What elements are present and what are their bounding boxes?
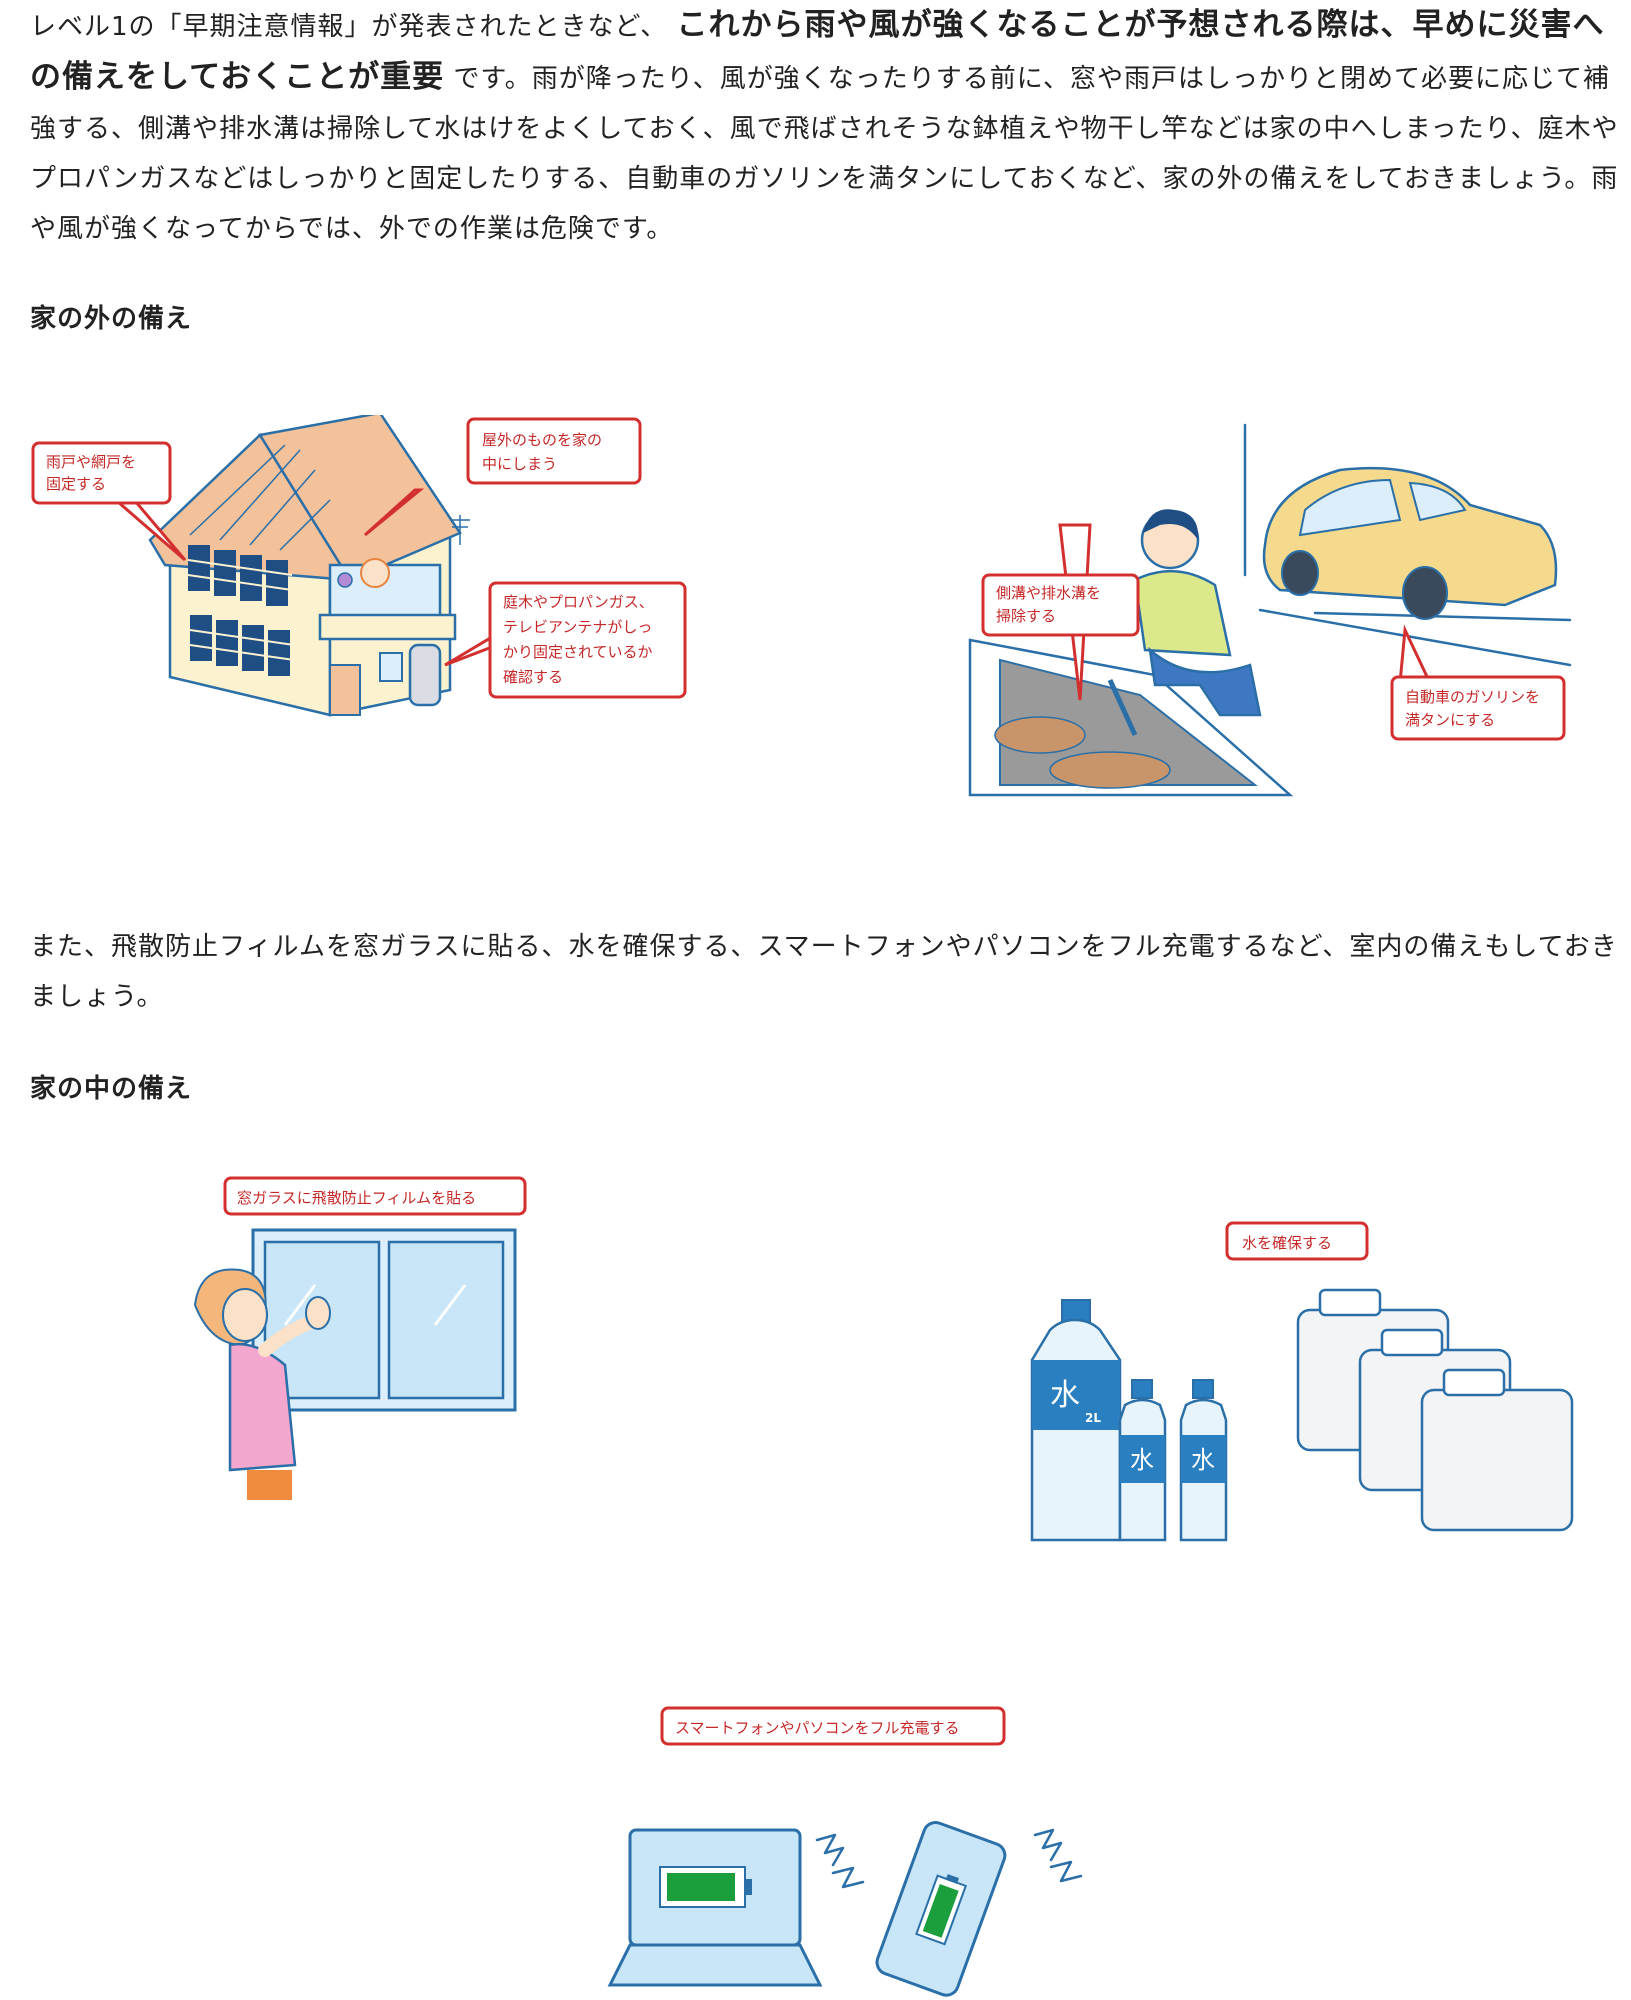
intro-text-before: レベル1の「早期注意情報」が発表されたときなど、 xyxy=(30,12,668,42)
big-bottle-size: 2L xyxy=(1085,1411,1101,1425)
intro-text-after: です。雨が降ったり、風が強くなったりする前に、窓や雨戸はしっかりと閉めて必要に応… xyxy=(30,64,1619,244)
small-bottle-label-2: 水 xyxy=(1191,1446,1215,1474)
indoor-intro-paragraph: また、飛散防止フィルムを窓ガラスに貼る、水を確保する、スマートフォンやパソコンを… xyxy=(30,932,1618,1012)
callout-items-inside-line1: 屋外のものを家の xyxy=(482,431,602,449)
callout-window-film: 窓ガラスに飛散防止フィルムを貼る xyxy=(237,1189,476,1207)
callout-secure-line2: テレビアンテナがしっ xyxy=(503,618,652,636)
callout-gasoline-line2: 満タンにする xyxy=(1405,711,1495,729)
small-bottle-label-1: 水 xyxy=(1130,1446,1154,1474)
callout-secure-line1: 庭木やプロパンガス、 xyxy=(503,593,654,611)
callout-charge: スマートフォンやパソコンをフル充電する xyxy=(675,1719,960,1737)
callout-drain-line1: 側溝や排水溝を xyxy=(996,584,1101,602)
callout-secure-line4: 確認する xyxy=(503,668,563,686)
callout-gasoline-line1: 自動車のガソリンを xyxy=(1405,688,1540,706)
house-illustration: 雨戸や網戸を 固定する 屋外のものを家の 中にしまう 庭木やプロパンガス、 テレ… xyxy=(31,415,687,717)
intro-emphasis: これから雨や風が強くなることが予想される際は、早めに災害への備えをしておくことが… xyxy=(30,7,1605,95)
charge-devices-illustration: スマートフォンやパソコンをフル充電する xyxy=(607,1706,1083,1997)
window-film-illustration: 窓ガラスに飛散防止フィルムを貼る xyxy=(193,1176,527,1500)
water-supply-illustration: 水を確保する 水 2L 水 水 xyxy=(1030,1221,1574,1542)
street-drain-car-illustration: 側溝や排水溝を 掃除する 自動車のガソリンを 満タンにする xyxy=(968,423,1572,797)
callout-shutters-line2: 固定する xyxy=(46,475,106,493)
heading-inside-prep: 家の中の備え xyxy=(30,1074,193,1104)
callout-drain-line2: 掃除する xyxy=(996,607,1056,625)
callout-water: 水を確保する xyxy=(1242,1234,1332,1252)
heading-outside-prep: 家の外の備え xyxy=(30,304,193,334)
callout-items-inside-line2: 中にしまう xyxy=(482,455,557,473)
callout-shutters-line1: 雨戸や網戸を xyxy=(46,453,136,471)
callout-secure-line3: かり固定されているか xyxy=(503,643,653,661)
intro-paragraph: レベル1の「早期注意情報」が発表されたときなど、 これから雨や風が強くなることが… xyxy=(30,0,1620,254)
big-bottle-label: 水 xyxy=(1050,1378,1080,1413)
